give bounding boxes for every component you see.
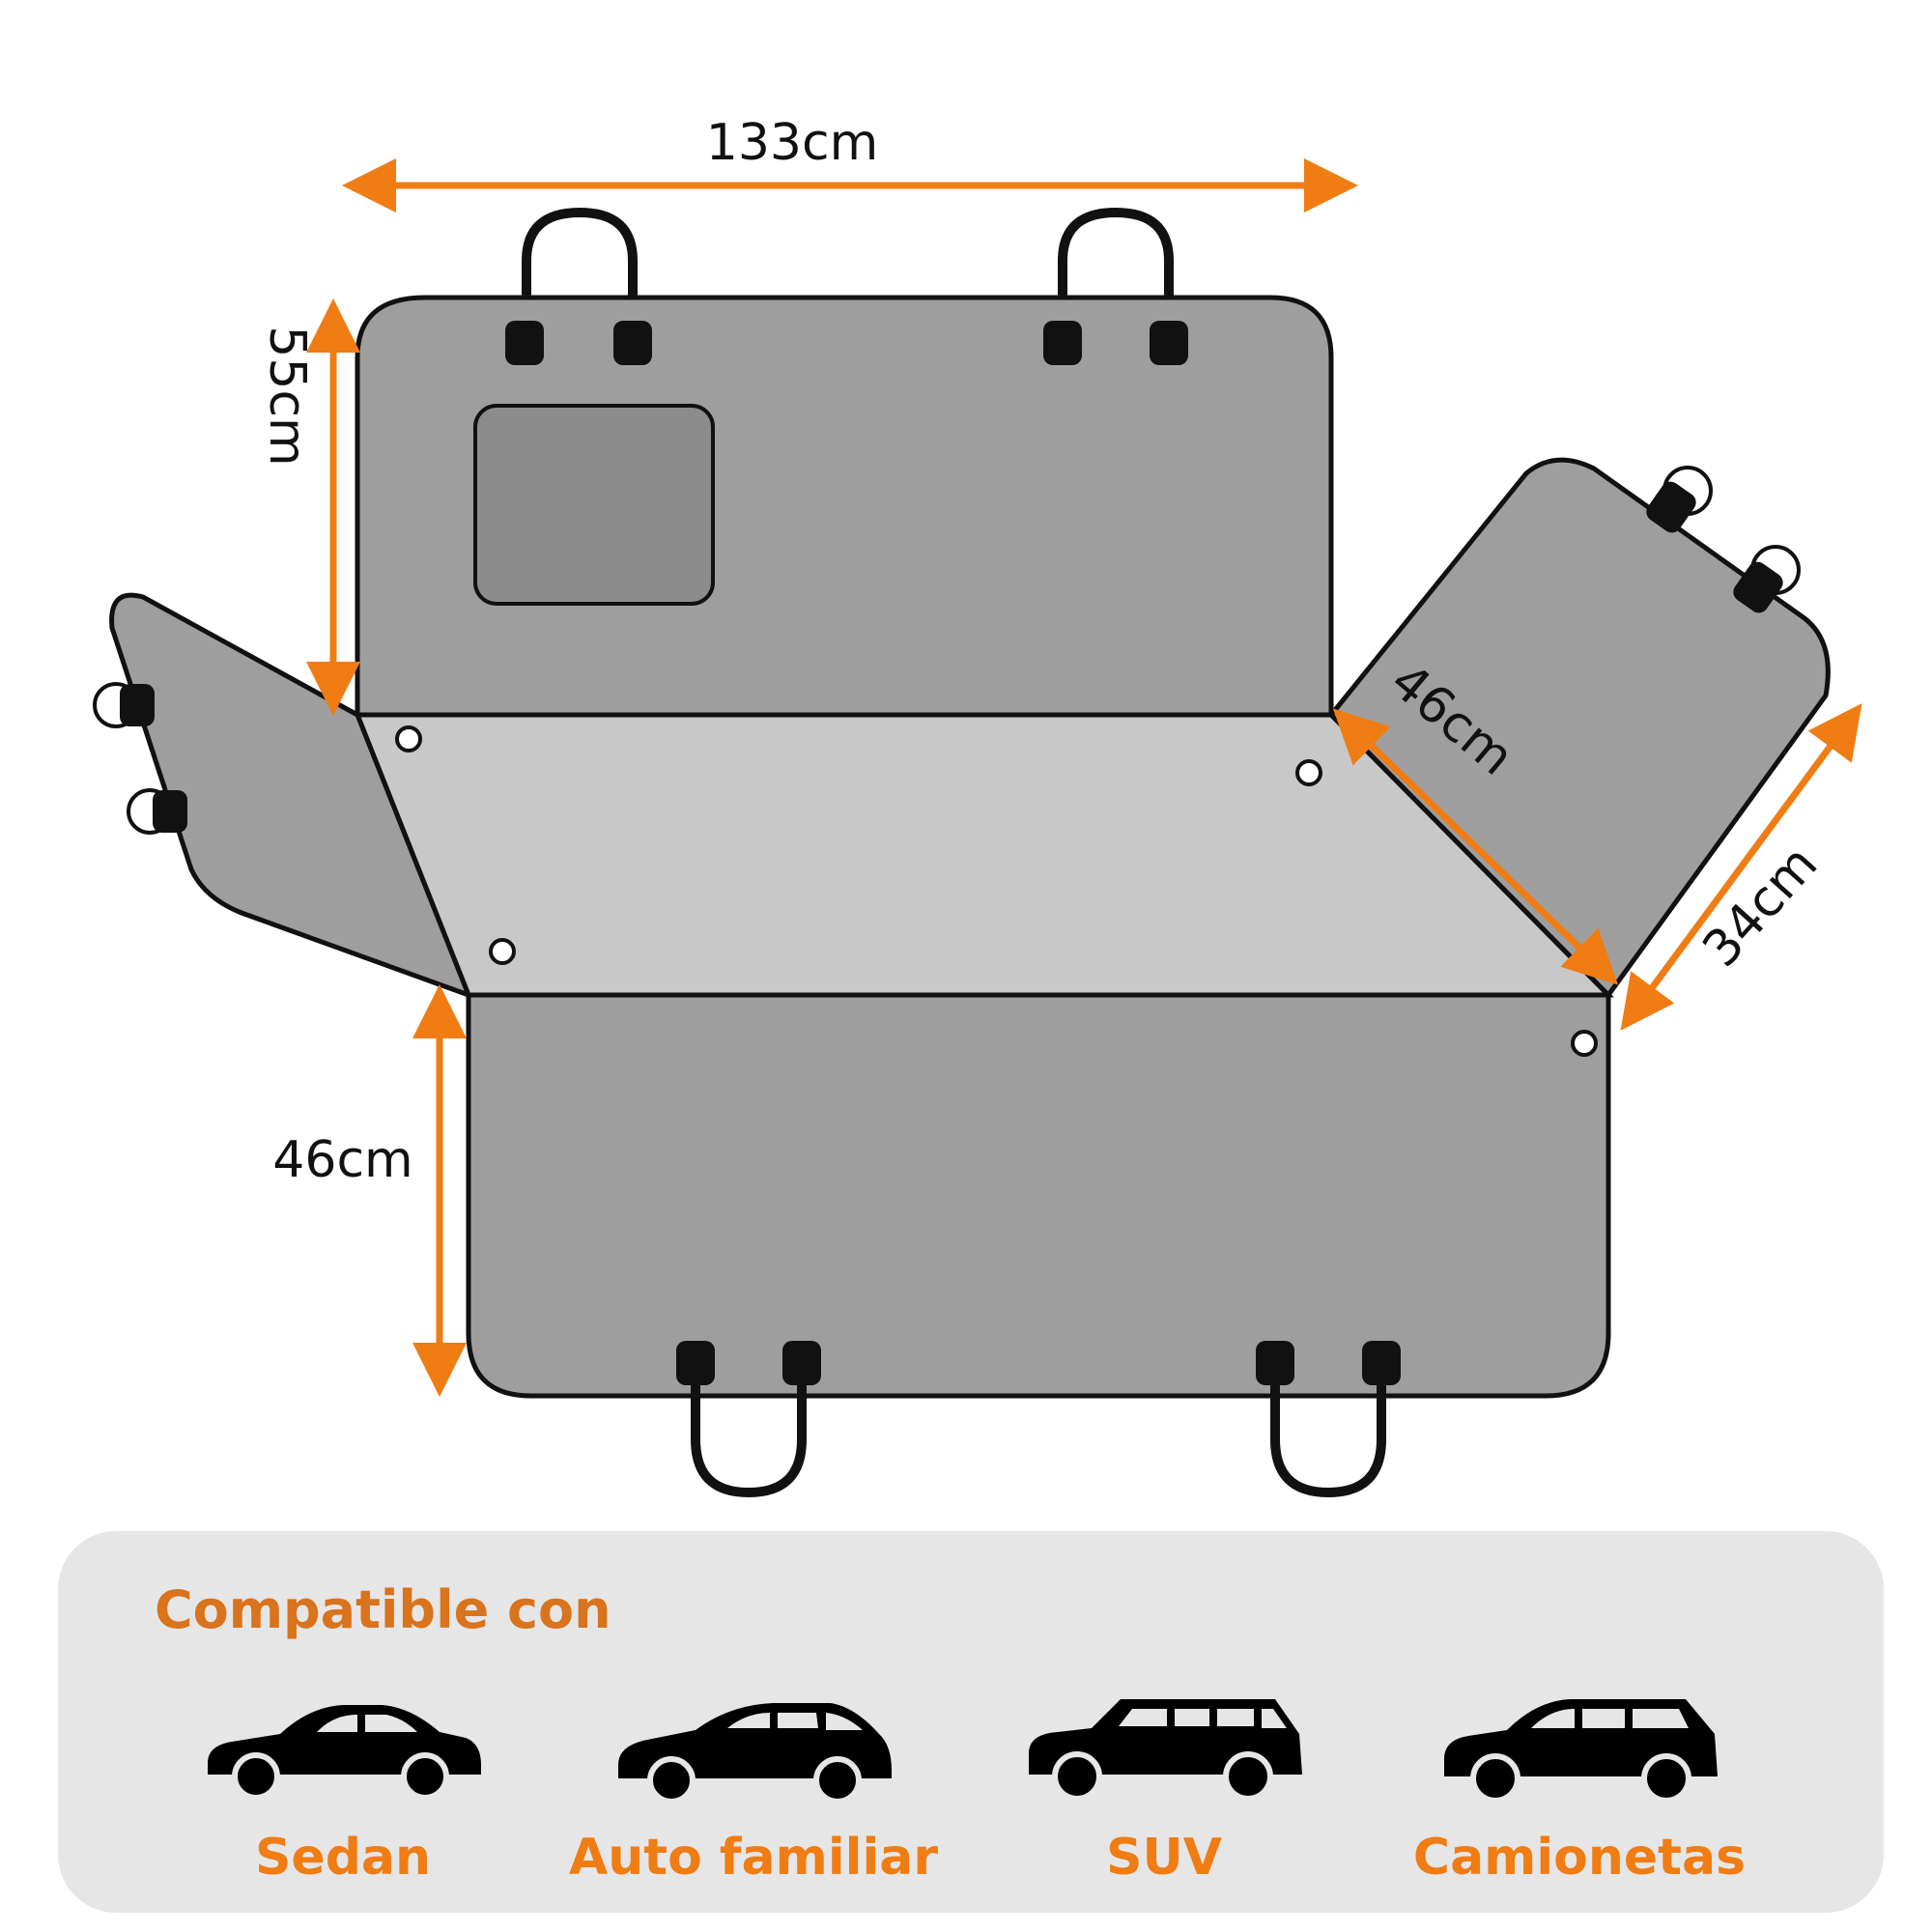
vehicle-suv: SUV (952, 1695, 1377, 1898)
zipper-pulls (395, 725, 1598, 1057)
label-height-front: 46cm (272, 1131, 412, 1189)
label-width-top: 133cm (706, 114, 879, 172)
headrest-strap-right (1058, 207, 1174, 328)
back-pocket (473, 404, 715, 606)
compatibility-title: Compatible con (155, 1579, 611, 1640)
vehicle-label-suv: SUV (1106, 1829, 1222, 1887)
strap-buckles-bottom (676, 1341, 1401, 1385)
dimension-arrows (306, 158, 1862, 1397)
vehicle-hatchback: Auto familiar (541, 1695, 966, 1898)
seat-straps-bottom (691, 1381, 1386, 1498)
hatchback-car-icon (618, 1703, 892, 1802)
vehicle-label-hatchback: Auto familiar (568, 1829, 939, 1887)
vehicle-label-sedan: Sedan (254, 1829, 432, 1887)
suv-car-icon (1029, 1699, 1302, 1802)
arrow-flap-length (1332, 708, 1619, 985)
sedan-car-icon (208, 1705, 481, 1801)
vehicle-label-van: Camionetas (1412, 1829, 1747, 1887)
compatibility-panel: Compatible con Sedan Auto familiar SUV (58, 1531, 1884, 1913)
left-flap-loops (93, 682, 187, 835)
seat-cover-diagram: 133cm 55cm 46cm 46cm 34cm (93, 114, 1862, 1498)
headrest-strap-left (522, 207, 638, 328)
left-side-flap (109, 592, 473, 1000)
van-car-icon (1444, 1699, 1718, 1802)
back-panel (355, 295, 1334, 718)
right-flap-loops (1646, 466, 1801, 613)
front-panel (466, 992, 1611, 1399)
label-height-back: 55cm (258, 326, 316, 466)
arrow-flap-width (1620, 703, 1862, 1031)
vehicle-sedan: Sedan (130, 1695, 555, 1898)
vehicle-van: Camionetas (1367, 1695, 1792, 1898)
strap-buckles-top (505, 321, 1188, 365)
